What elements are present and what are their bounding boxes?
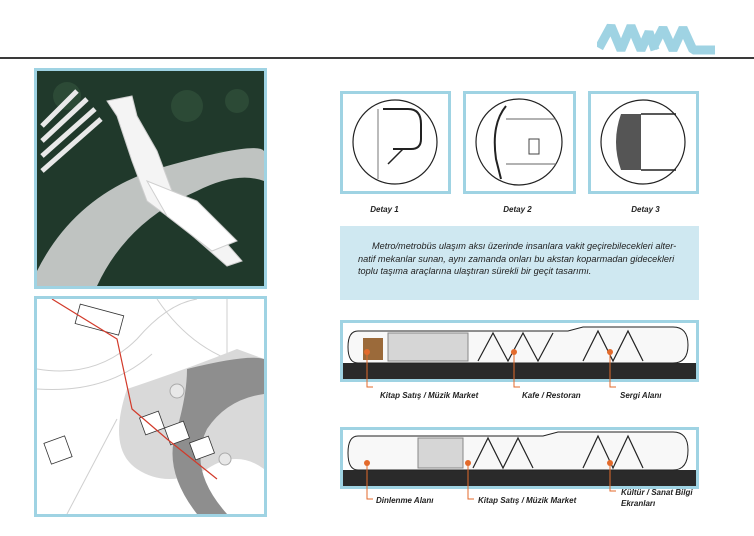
label-dinlenme-alani: Dinlenme Alanı xyxy=(376,496,434,505)
project-description: Metro/metrobüs ulaşım aksı üzerinde insa… xyxy=(340,226,699,300)
section-1-leaders xyxy=(364,349,616,388)
model-photo xyxy=(34,68,267,289)
section-drawing-2 xyxy=(340,427,699,489)
label-kultur-sanat-1: Kültür / Sanat Bilgi xyxy=(621,488,693,497)
detail-1-caption: Detay 1 xyxy=(370,205,399,214)
label-kitap-satis-2: Kitap Satış / Müzik Market xyxy=(478,496,577,505)
detail-1-drawing xyxy=(340,91,451,194)
detail-2-caption: Detay 2 xyxy=(503,205,532,214)
description-line-2: natif mekanlar sunan, aynı zamanda onlar… xyxy=(358,253,675,264)
site-plan xyxy=(34,296,267,517)
label-kitap-satis: Kitap Satış / Müzik Market xyxy=(380,391,479,400)
description-line-1: Metro/metrobüs ulaşım aksı üzerinde insa… xyxy=(372,241,677,251)
header-rule xyxy=(0,57,754,59)
label-kafe-restoran: Kafe / Restoran xyxy=(522,391,581,400)
description-line-3: toplu taşıma araçlarına ulaştıran sürekl… xyxy=(358,266,592,276)
detail-3-caption: Detay 3 xyxy=(631,205,660,214)
label-kultur-sanat-2: Ekranları xyxy=(621,499,656,508)
brand-logo xyxy=(597,23,715,55)
section-2-leaders xyxy=(364,460,616,500)
detail-2-drawing xyxy=(463,91,576,194)
label-sergi-alani: Sergi Alanı xyxy=(620,391,662,400)
section-drawing-1 xyxy=(340,320,699,382)
detail-3-drawing xyxy=(588,91,699,194)
